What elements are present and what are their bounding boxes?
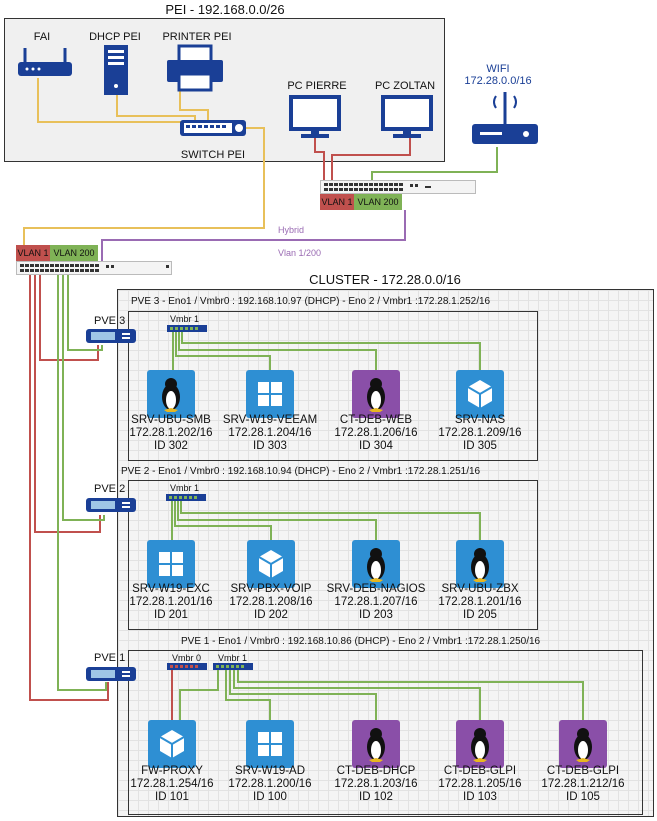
linux-icon — [352, 720, 400, 768]
vm-name: SRV-W19-AD — [234, 765, 306, 777]
windows-icon — [147, 540, 195, 588]
vlan-mix-link-label: Vlan 1/200 — [278, 248, 322, 258]
vlan-switch-icon — [320, 180, 476, 194]
pve1-bridge1-label: Vmbr 1 — [218, 653, 248, 663]
vlan200-tag-top: VLAN 200 — [354, 194, 402, 210]
vm-ip: 172.28.1.200/16 — [228, 778, 312, 790]
windows-icon — [246, 720, 294, 768]
router-icon — [18, 48, 72, 76]
vm-name: SRV-UBU-SMB — [131, 414, 211, 426]
vm-id: ID 102 — [359, 791, 393, 803]
vm-name: SRV-DEB-NAGIOS — [326, 583, 426, 595]
wifi-access-point-icon — [472, 92, 538, 144]
vm-ip: 172.28.1.203/16 — [334, 778, 418, 790]
vm-ip: 172.28.1.209/16 — [438, 427, 522, 439]
linux-icon — [352, 540, 400, 588]
vm-ip: 172.28.1.212/16 — [541, 778, 625, 790]
fai-label: FAI — [33, 31, 51, 43]
linux-icon — [147, 370, 195, 418]
monitor-icon — [289, 95, 341, 138]
switch-pei-label: SWITCH PEI — [180, 149, 246, 161]
vm-name: SRV-NAS — [454, 414, 506, 426]
linux-icon — [456, 540, 504, 588]
vm-name: FW-PROXY — [141, 765, 203, 777]
printer-label: PRINTER PEI — [162, 31, 232, 43]
bridge-icon — [166, 494, 206, 501]
pve1-header: PVE 1 - Eno1 / Vmbr0 : 192.168.10.86 (DH… — [181, 636, 541, 647]
pve2-bridge-label: Vmbr 1 — [170, 483, 200, 493]
pei-title: PEI - 192.168.0.0/26 — [165, 2, 285, 17]
vm-ip: 172.28.1.207/16 — [334, 596, 418, 608]
vm-ip: 172.28.1.206/16 — [334, 427, 418, 439]
switch-icon — [180, 120, 246, 136]
vm-name: CT-DEB-DHCP — [336, 765, 416, 777]
server-icon — [104, 45, 128, 95]
vlan200-tag-core: VLAN 200 — [50, 245, 98, 261]
vm-ip: 172.28.1.204/16 — [228, 427, 312, 439]
bridge-icon — [213, 663, 253, 670]
pve3-bridge-label: Vmbr 1 — [170, 314, 200, 324]
vm-ip: 172.28.1.201/16 — [438, 596, 522, 608]
pve2-zone — [128, 480, 538, 630]
pve2-header: PVE 2 - Eno1 / Vmbr0 : 192.168.10.94 (DH… — [121, 466, 481, 477]
vm-id: ID 105 — [566, 791, 600, 803]
vm-name: SRV-UBU-ZBX — [441, 583, 519, 595]
pve2-label: PVE 2 — [94, 483, 126, 495]
vm-name: CT-DEB-WEB — [339, 414, 413, 426]
vm-id: ID 100 — [253, 791, 287, 803]
pve1-host-icon — [86, 667, 136, 681]
cube-icon — [247, 540, 295, 588]
vm-id: ID 303 — [253, 440, 287, 452]
core-switch-icon — [16, 261, 172, 275]
vm-ip: 172.28.1.205/16 — [438, 778, 522, 790]
monitor-icon — [381, 95, 433, 138]
vlan1-tag-top: VLAN 1 — [320, 194, 354, 210]
vm-id: ID 304 — [359, 440, 393, 452]
vm-ip: 172.28.1.208/16 — [229, 596, 313, 608]
linux-icon — [352, 370, 400, 418]
vm-id: ID 305 — [463, 440, 497, 452]
pve1-label: PVE 1 — [94, 652, 126, 664]
vm-id: ID 103 — [463, 791, 497, 803]
hybrid-link-label: Hybrid — [278, 225, 305, 235]
vm-ip: 172.28.1.201/16 — [129, 596, 213, 608]
vm-name: SRV-W19-VEEAM — [222, 414, 318, 426]
windows-icon — [246, 370, 294, 418]
pc-zoltan-label: PC ZOLTAN — [374, 80, 436, 92]
vm-id: ID 205 — [463, 609, 497, 621]
pve3-host-icon — [86, 329, 136, 343]
pve3-zone — [128, 311, 538, 461]
vlan1-tag-core: VLAN 1 — [16, 245, 50, 261]
vm-name: SRV-W19-EXC — [132, 583, 210, 595]
pve3-label: PVE 3 — [94, 315, 126, 327]
dhcp-label: DHCP PEI — [89, 31, 141, 43]
pve1-zone — [128, 650, 643, 815]
vm-id: ID 201 — [154, 609, 188, 621]
printer-icon — [167, 44, 223, 92]
pve3-header: PVE 3 - Eno1 / Vmbr0 : 192.168.10.97 (DH… — [131, 296, 491, 307]
wifi-label: WIFI — [486, 63, 510, 75]
linux-icon — [456, 720, 504, 768]
bridge-icon — [167, 325, 207, 332]
vm-id: ID 202 — [254, 609, 288, 621]
vm-name: SRV-PBX-VOIP — [230, 583, 312, 595]
vm-ip: 172.28.1.202/16 — [129, 427, 213, 439]
pve1-bridge0-label: Vmbr 0 — [172, 653, 202, 663]
vm-id: ID 203 — [359, 609, 393, 621]
vm-name: CT-DEB-GLPI — [546, 765, 620, 777]
cube-icon — [456, 370, 504, 418]
vm-id: ID 101 — [155, 791, 189, 803]
vm-ip: 172.28.1.254/16 — [130, 778, 214, 790]
pc-pierre-label: PC PIERRE — [287, 80, 347, 92]
pei-network-zone — [4, 18, 445, 162]
linux-icon — [559, 720, 607, 768]
cluster-title: CLUSTER - 172.28.0.0/16 — [309, 272, 461, 287]
bridge-icon — [167, 663, 207, 670]
wifi-subnet: 172.28.0.0/16 — [464, 75, 532, 87]
pve2-host-icon — [86, 498, 136, 512]
cube-icon — [148, 720, 196, 768]
vm-id: ID 302 — [154, 440, 188, 452]
vm-name: CT-DEB-GLPI — [443, 765, 517, 777]
